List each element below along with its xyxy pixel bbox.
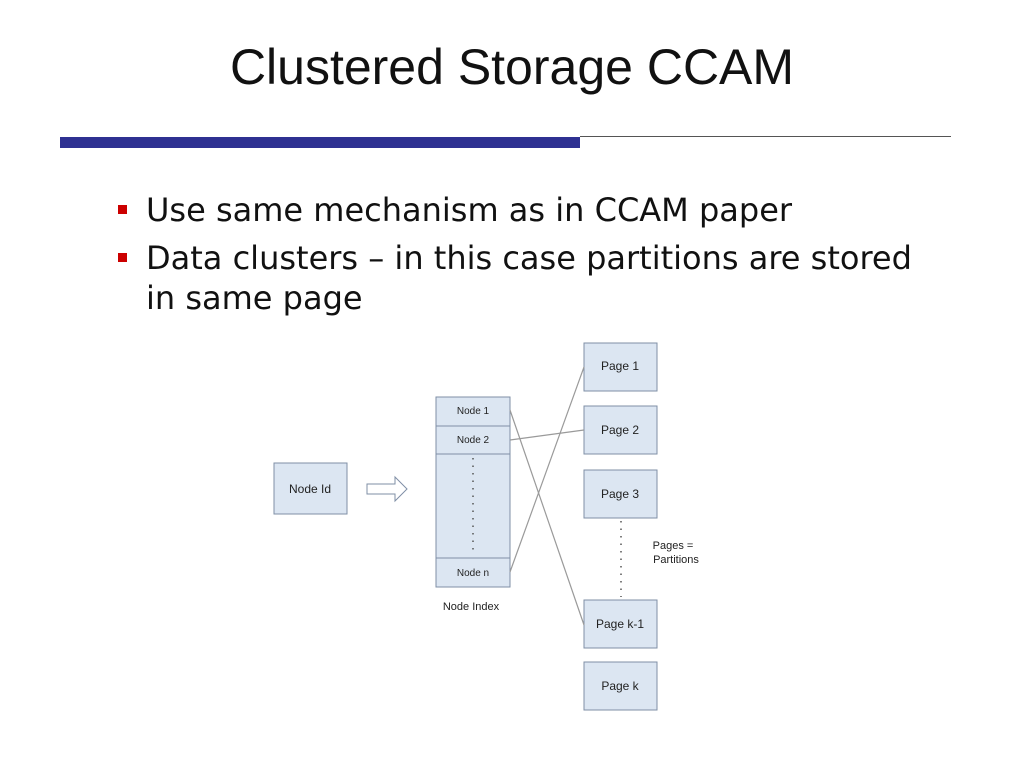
page-label: Page 2 — [601, 423, 639, 437]
title-divider-line — [580, 136, 951, 137]
page-label: Page k — [601, 679, 639, 693]
mapping-line-node2-to-page2 — [509, 429, 585, 441]
ccam-storage-diagram: Node Id Node 1 Node 2 Node n Node Index … — [270, 340, 715, 715]
pages-note-line1: Pages = — [653, 540, 694, 552]
mapping-line-node1-to-pagek-1 — [509, 409, 585, 626]
node-id-label: Node Id — [289, 482, 331, 496]
node-id-box — [273, 462, 348, 515]
square-bullet-icon — [118, 253, 127, 262]
bullet-text: Use same mechanism as in CCAM paper — [146, 191, 793, 229]
node-index-column — [435, 396, 511, 588]
bullet-item: Use same mechanism as in CCAM paper — [116, 190, 946, 230]
page-label: Page 1 — [601, 359, 639, 373]
page-label: Page 3 — [601, 487, 639, 501]
bullet-item: Data clusters – in this case partitions … — [116, 238, 946, 318]
pages-note-line2: Partitions — [653, 554, 699, 566]
bullet-list: Use same mechanism as in CCAM paper Data… — [116, 190, 946, 326]
index-row-node-1: Node 1 — [457, 406, 490, 417]
bullet-text: Data clusters – in this case partitions … — [146, 239, 912, 317]
right-arrow-icon — [366, 475, 408, 503]
page-label: Page k-1 — [596, 617, 644, 631]
node-index-caption: Node Index — [443, 601, 500, 613]
index-row-node-2: Node 2 — [457, 435, 490, 446]
title-accent-bar — [60, 137, 580, 148]
mapping-line-noden-to-page1 — [509, 366, 585, 573]
page-box-3 — [583, 469, 658, 519]
square-bullet-icon — [118, 205, 127, 214]
index-row-node-n: Node n — [457, 568, 489, 579]
slide-title: Clustered Storage CCAM — [229, 39, 795, 95]
page-box-k — [583, 661, 658, 711]
